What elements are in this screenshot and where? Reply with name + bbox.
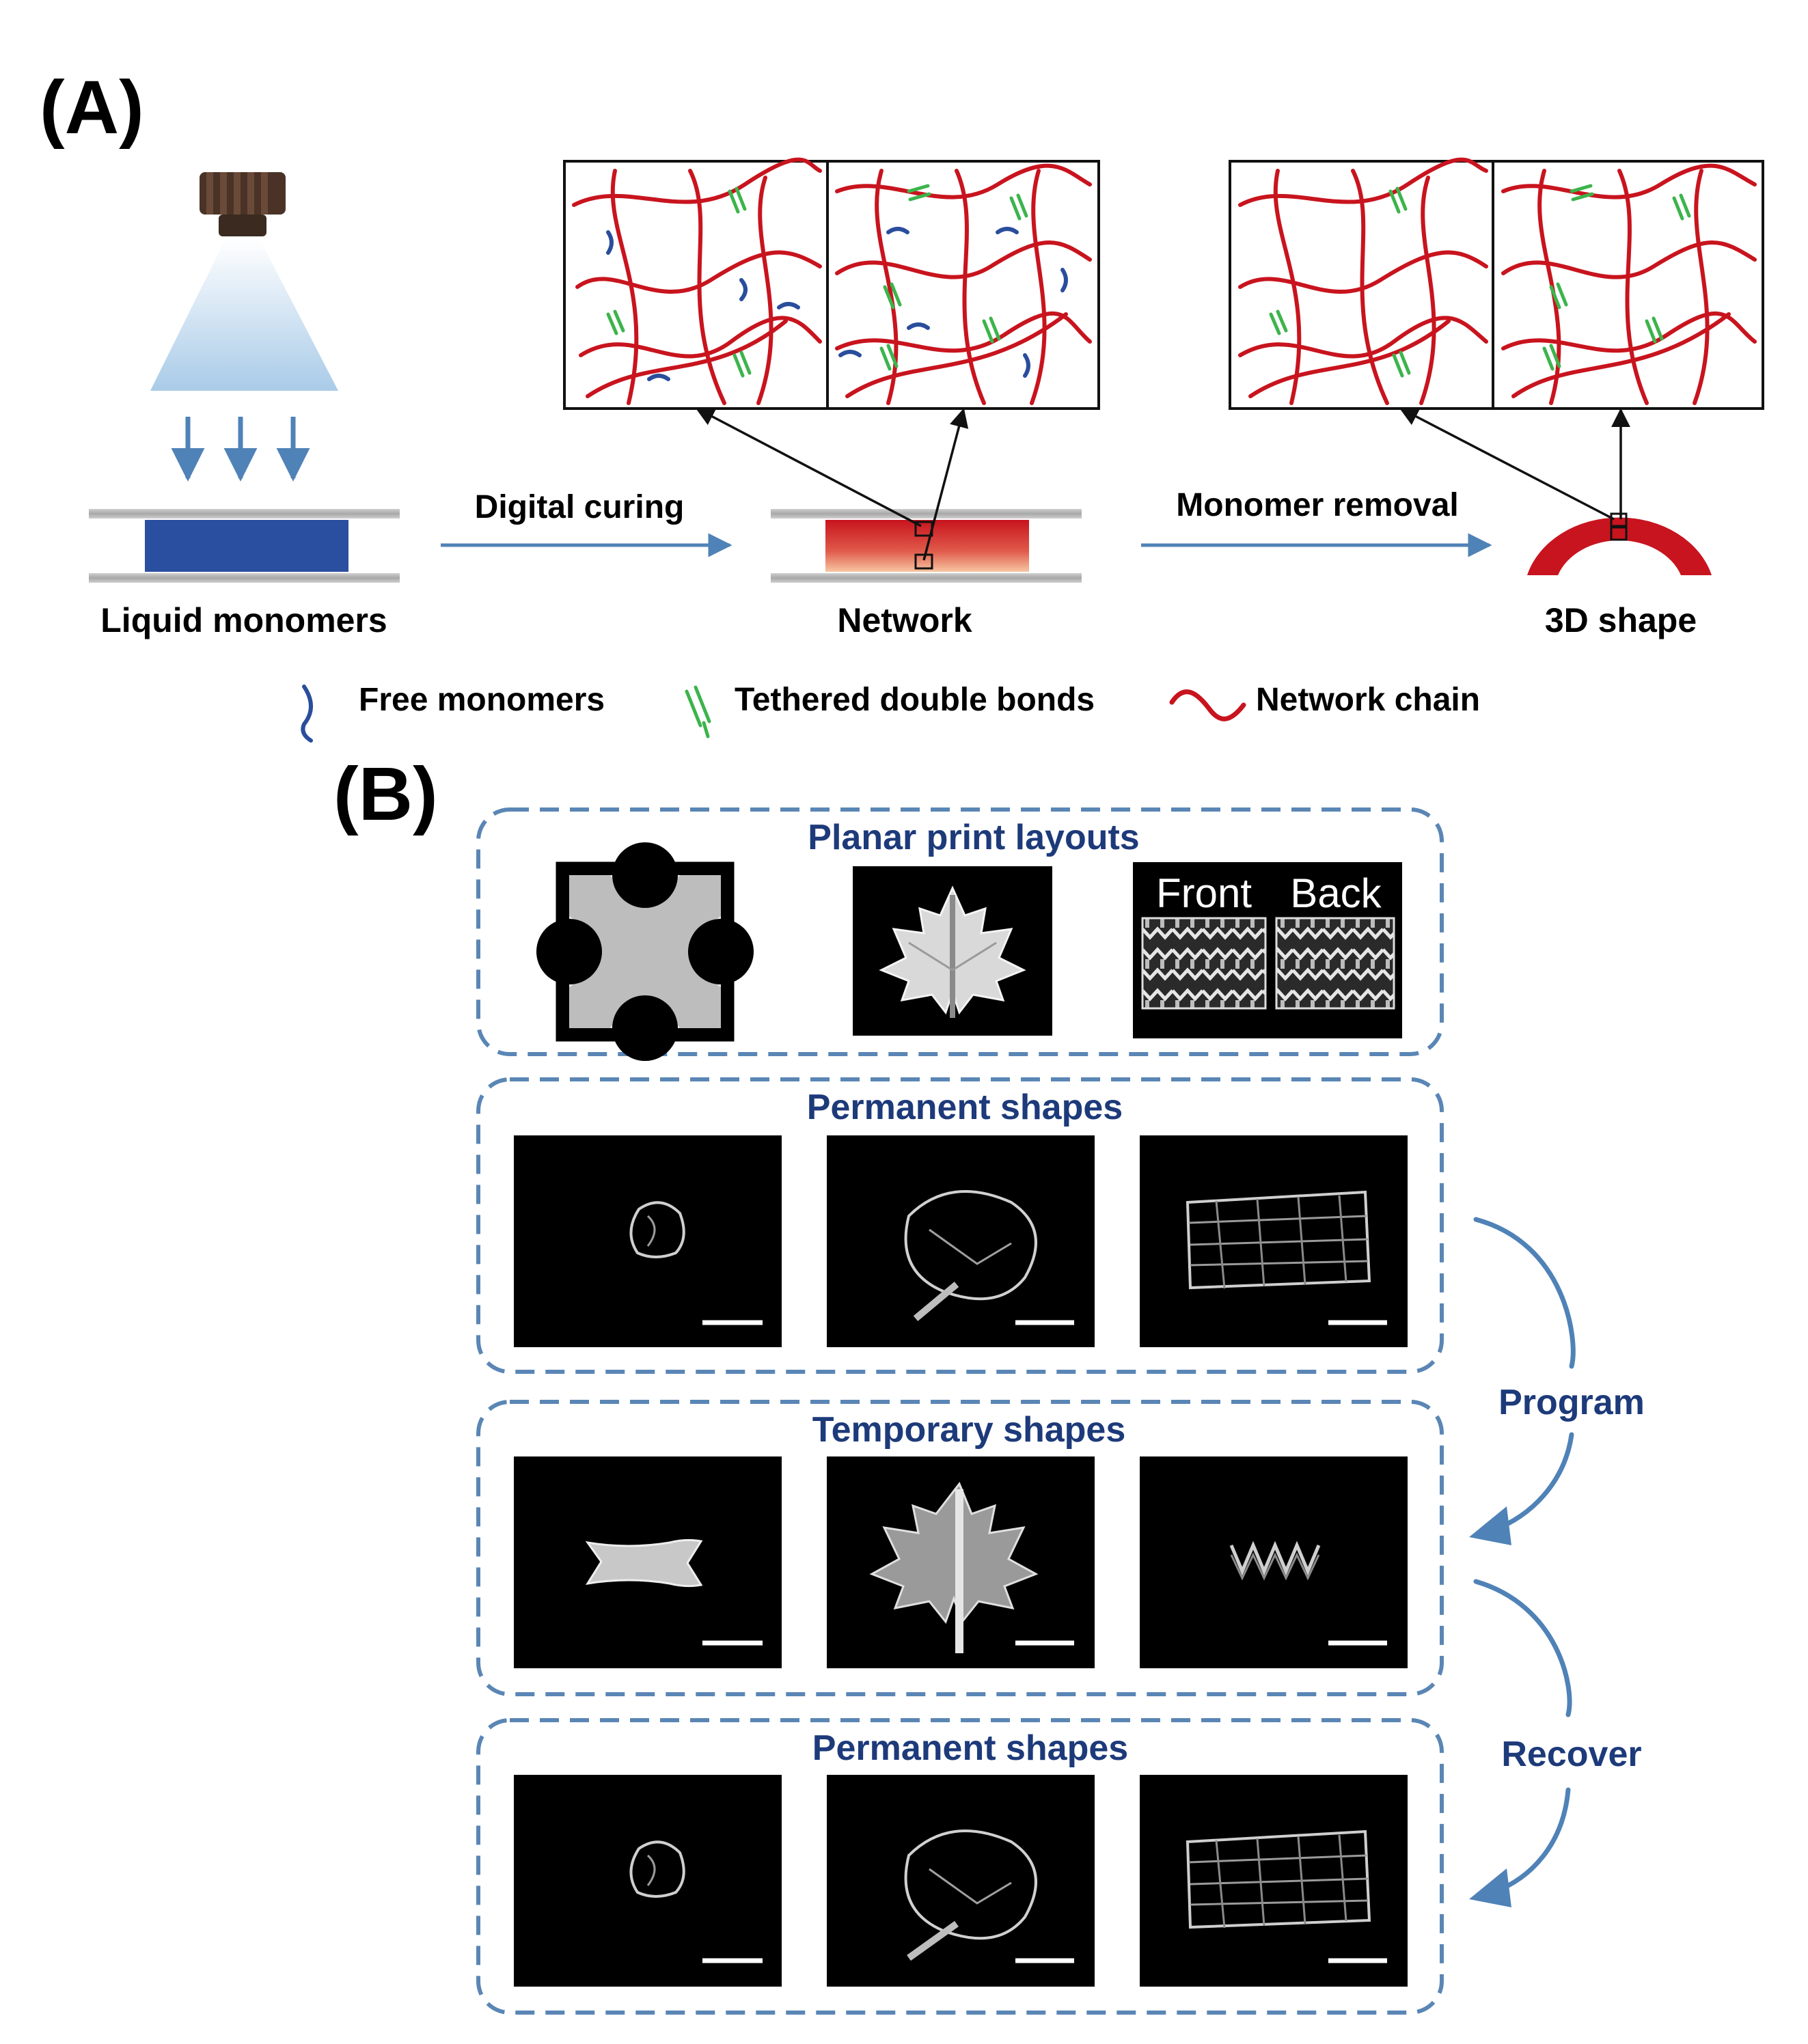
network-inset-monomers	[606, 227, 1068, 381]
temp-photo-2	[827, 1456, 1095, 1668]
light-source	[200, 172, 286, 236]
perm1-photo-1	[514, 1135, 782, 1347]
legend-free-icon	[301, 685, 313, 743]
light-beam	[150, 239, 338, 391]
stage-3d-label: 3D shape	[1545, 601, 1697, 639]
panel-a-label: (A)	[40, 66, 144, 150]
perm2-photo-2	[827, 1775, 1095, 1987]
row-permanent2-title: Permanent shapes	[812, 1728, 1128, 1768]
layout-leaf	[853, 866, 1052, 1036]
network-cell	[771, 509, 1082, 583]
stage-network-label: Network	[837, 601, 972, 639]
legend-chain-label: Network chain	[1256, 682, 1480, 718]
row-temporary-box	[476, 1400, 1444, 1696]
row-temporary-title: Temporary shapes	[812, 1410, 1126, 1450]
row-permanent1-box	[476, 1077, 1444, 1374]
step-removal-label: Monomer removal	[1176, 487, 1458, 523]
row-planar-box	[476, 807, 1444, 1056]
program-arrowhead	[1469, 1506, 1511, 1545]
layout-cross	[536, 842, 754, 1061]
row-planar-title: Planar print layouts	[808, 818, 1139, 857]
layout-front-label: Front	[1156, 870, 1252, 916]
layout-back-label: Back	[1290, 870, 1382, 916]
zoom-connectors	[695, 407, 1630, 561]
layout-origami: Front Back	[1133, 862, 1402, 1038]
recover-label: Recover	[1501, 1735, 1641, 1774]
perm1-photo-2	[827, 1135, 1095, 1347]
network-inset	[563, 160, 1100, 410]
stage-liquid-label: Liquid monomers	[100, 601, 387, 639]
legend-free-label: Free monomers	[359, 682, 605, 718]
program-label: Program	[1498, 1383, 1645, 1422]
legend-tethered-label: Tethered double bonds	[735, 682, 1095, 718]
shape-3d-arc	[1527, 517, 1712, 575]
program-arrow	[1473, 1217, 1576, 1533]
shape-3d-marker	[1610, 512, 1628, 527]
row-permanent1-title: Permanent shapes	[807, 1088, 1123, 1127]
temp-photo-1	[514, 1456, 782, 1668]
liquid-cell	[89, 509, 400, 583]
network-inset-chains	[572, 157, 1092, 405]
perm1-photo-3	[1140, 1135, 1408, 1347]
perm2-photo-3	[1140, 1775, 1408, 1987]
perm2-photo-1	[514, 1775, 782, 1987]
panel-b-label: (B)	[333, 752, 438, 836]
shape-3d-marker-2	[1610, 526, 1628, 541]
light-arrows	[171, 417, 310, 482]
temp-photo-3	[1140, 1456, 1408, 1668]
recover-arrowhead	[1469, 1868, 1511, 1907]
legend-chain-icon	[1169, 689, 1246, 721]
network-inset-tethered	[606, 184, 1028, 378]
legend-tethered-icon	[685, 685, 711, 738]
step-curing-label: Digital curing	[475, 489, 685, 525]
row-permanent2-box	[476, 1718, 1444, 2015]
shape-inset-tethered	[1269, 184, 1691, 378]
legend: Free monomers Tethered double bonds Netw…	[301, 682, 1480, 743]
